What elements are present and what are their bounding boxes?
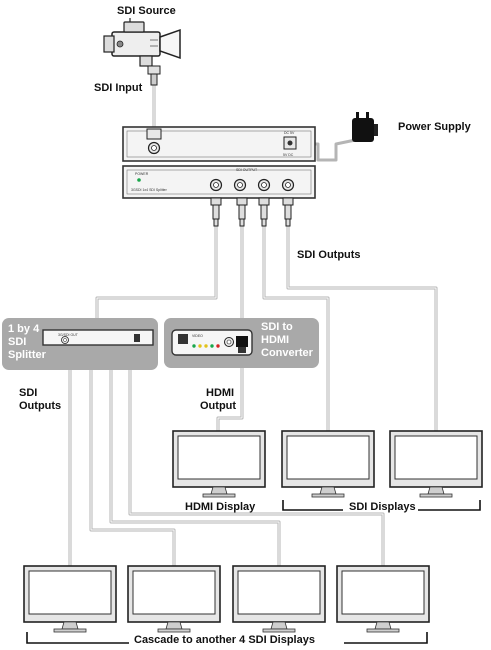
sdi-source-label: SDI Source [117, 5, 176, 17]
sdi-input-label: SDI Input [94, 82, 143, 94]
splitter-1x4-label-line1: 1 by 4 [8, 323, 40, 335]
power-led [137, 178, 141, 182]
main-splitter-front: POWER 3GSDI 1x4 SDI Splitter SDI OUTPUT [122, 165, 316, 199]
svg-text:5V DC: 5V DC [283, 153, 294, 157]
bnc-plugs-main [210, 197, 294, 227]
cable-out1-to-1x4 [95, 226, 218, 330]
sdi-displays-bracket [282, 500, 481, 511]
power-supply-label: Power Supply [398, 121, 472, 133]
hdmi-display-label: HDMI Display [185, 501, 256, 513]
sdi-outputs-left-label-line2: Outputs [19, 400, 61, 412]
svg-text:SDI OUTPUT: SDI OUTPUT [236, 168, 258, 172]
camera-icon [103, 18, 181, 67]
splitter-1x4-label-line2: SDI [8, 336, 26, 348]
svg-text:DC 5V: DC 5V [284, 131, 295, 135]
cascade-display-1-monitor-icon [23, 565, 117, 633]
cascade-display-4-monitor-icon [336, 565, 430, 633]
converter-label-line2: HDMI [261, 334, 289, 346]
svg-text:3G/SDI OUT: 3G/SDI OUT [58, 333, 79, 337]
sdi-display-2-monitor-icon [389, 430, 483, 498]
cascade-label: Cascade to another 4 SDI Displays [134, 634, 315, 646]
cascade-display-2-monitor-icon [127, 565, 221, 633]
rear-bnc-input [146, 128, 162, 155]
camera-bnc [147, 65, 161, 86]
power-adapter-icon [352, 112, 378, 142]
cascade-display-3-monitor-icon [232, 565, 326, 633]
cascade-bracket [26, 632, 428, 644]
sdi-outputs-main-label: SDI Outputs [297, 249, 361, 261]
main-splitter-rear: DC 5V 5V DC [122, 126, 316, 162]
svg-text:POWER: POWER [135, 172, 149, 176]
hdmi-output-label-line2: Output [200, 400, 236, 412]
svg-text:3GSDI 1x4 SDI Splitter: 3GSDI 1x4 SDI Splitter [131, 188, 168, 192]
hdmi-display-monitor-icon [172, 430, 266, 498]
splitter-1x4-label-line3: Splitter [8, 349, 47, 361]
hdmi-output-label-line1: HDMI [206, 387, 234, 399]
converter-device [171, 329, 253, 356]
sdi-display-1-monitor-icon [281, 430, 375, 498]
cable-1x4-to-cascade-2 [89, 345, 176, 566]
splitter-1x4-device [42, 329, 154, 346]
converter-label-line3: Converter [261, 347, 314, 359]
sdi-displays-label: SDI Displays [349, 501, 416, 513]
splitter-1x4-group: 3G/SDI OUT [2, 318, 158, 370]
converter-label-line1: SDI to [261, 321, 293, 333]
converter-group: VIDEO [164, 318, 319, 368]
sdi-outputs-left-label-line1: SDI [19, 387, 37, 399]
svg-text:VIDEO: VIDEO [192, 334, 203, 338]
